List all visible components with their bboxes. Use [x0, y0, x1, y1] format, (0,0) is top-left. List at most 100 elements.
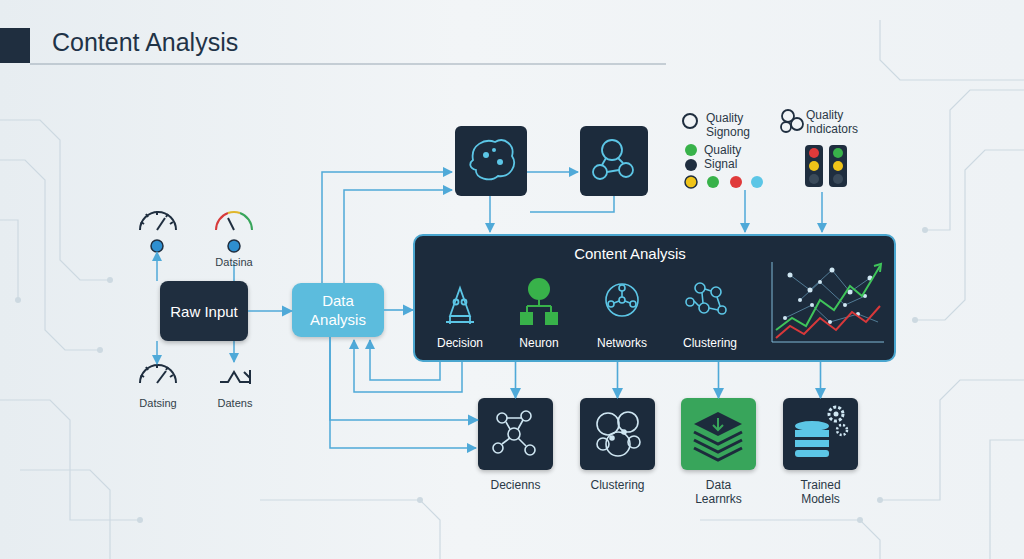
models-tile-icon	[795, 407, 847, 457]
flow-arrow	[384, 309, 413, 311]
gauge-icon	[220, 372, 250, 382]
circuit-pads	[912, 317, 918, 323]
decisions-tile-icon	[497, 413, 507, 423]
gauge-icon	[228, 218, 234, 230]
trend-chart	[783, 316, 787, 320]
gauge-icon	[240, 213, 252, 230]
trend-chart	[828, 320, 832, 324]
node-text: Content Analysis	[415, 245, 845, 262]
circuit-pads	[877, 497, 883, 503]
gauge-icon	[141, 364, 173, 377]
icon-tile	[593, 165, 607, 179]
network-icon	[606, 284, 638, 316]
network-icon	[614, 291, 630, 303]
gauge-icon	[140, 211, 252, 384]
icon-tile	[483, 152, 489, 158]
gauge-dots	[228, 240, 240, 252]
circuit-pads	[922, 227, 928, 233]
circuit-pattern	[0, 400, 140, 520]
node-text: Data Learnrks	[688, 478, 750, 506]
node-text: Clustering	[573, 478, 663, 492]
neuron-icon	[520, 312, 533, 325]
circuit-pattern	[0, 220, 18, 300]
quality-icons	[707, 176, 719, 188]
icon-tile	[602, 158, 606, 165]
method-label: Clustering	[670, 336, 750, 350]
circuit-pads	[15, 297, 21, 303]
signal-label: Quality Signal	[704, 143, 756, 171]
input-box: Raw Input	[160, 281, 248, 341]
network-icon	[630, 301, 636, 307]
trend-chart	[776, 306, 880, 338]
cluster-icon	[686, 283, 726, 314]
trend-chart	[856, 312, 860, 316]
output-tile: Clustering	[580, 398, 655, 470]
trend-chart	[830, 268, 835, 273]
wire	[156, 341, 158, 364]
quality-icons	[833, 174, 843, 184]
quality-icons	[833, 148, 843, 158]
trend-chart	[772, 262, 884, 342]
clustering-tile-icon	[597, 412, 640, 456]
icon-tile	[618, 158, 623, 163]
gauge-dots	[151, 240, 240, 252]
icon-tile	[470, 140, 514, 179]
cluster-icon	[699, 303, 709, 313]
circuit-pattern	[0, 160, 100, 350]
method-label: Networks	[582, 336, 662, 350]
gauge-dots	[151, 240, 163, 252]
neuron-icon	[520, 278, 558, 325]
decisions-tile-icon	[521, 411, 531, 421]
clustering-tile-icon	[606, 432, 630, 456]
icon-tile	[580, 126, 648, 196]
icon-tile	[455, 126, 527, 196]
cluster-icon	[694, 289, 720, 310]
circuit-pads	[97, 347, 103, 353]
trend-chart	[785, 270, 878, 322]
models-tile-icon	[795, 421, 829, 431]
quality-icons	[781, 122, 791, 132]
icon-tile	[455, 126, 648, 196]
quality-icons	[829, 145, 847, 187]
node-text: Data Analysis	[303, 291, 373, 329]
circuit-pads	[15, 227, 928, 523]
quality-icons	[805, 145, 823, 187]
wire	[527, 171, 578, 173]
clustering-tile-icon	[622, 430, 626, 434]
models-tile-icon	[834, 412, 839, 417]
network-icon	[606, 284, 638, 316]
clustering-tile-icon	[628, 436, 640, 448]
gauge-icon	[249, 370, 251, 384]
quality-icons	[683, 114, 697, 128]
trend-chart	[776, 266, 880, 330]
layers-tile-icon	[694, 440, 742, 452]
cluster-icon	[686, 298, 694, 306]
quality-icons	[809, 161, 819, 171]
neuron-icon	[527, 300, 551, 312]
icon-tile	[492, 148, 496, 152]
gauge-icon	[157, 218, 165, 230]
gauge-icon	[216, 213, 228, 230]
neuron-icon	[545, 312, 558, 325]
gauge-icon	[140, 212, 176, 230]
trend-chart	[785, 270, 878, 322]
node-text: Decienns	[471, 478, 561, 492]
cluster-icon	[718, 306, 726, 314]
decision-icon	[462, 300, 467, 305]
network-icon	[608, 301, 614, 307]
circuit-pads	[137, 517, 143, 523]
icon-tile	[497, 159, 503, 165]
models-tile-icon	[829, 407, 843, 421]
circuit-pads	[857, 517, 863, 523]
wire	[821, 192, 823, 232]
models-tile-icon	[837, 425, 847, 435]
layers-tile-icon	[713, 418, 723, 430]
layers-tile-icon	[694, 412, 742, 436]
icon-tile	[607, 170, 619, 172]
wire	[156, 252, 158, 281]
trend-chart	[848, 290, 853, 295]
trend-chart	[874, 264, 881, 272]
title-bar	[30, 63, 666, 64]
trend-chart	[798, 298, 802, 302]
